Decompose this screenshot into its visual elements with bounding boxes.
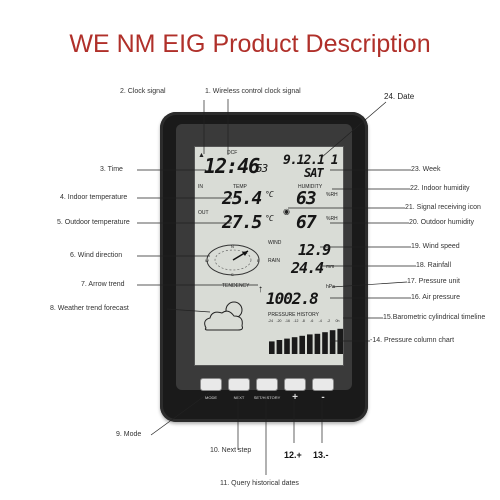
temp-label: TEMP — [233, 184, 247, 190]
outdoor-temp-display: 27.5 — [222, 212, 262, 233]
callout-weather-forecast: 8. Weather trend forecast — [50, 305, 129, 312]
callout-rainfall: 18. Rainfall — [416, 262, 452, 269]
pressure-history-bar — [307, 334, 313, 354]
page-title: WE NM EIG Product Description — [69, 30, 431, 58]
callout-plus: 12.+ — [284, 450, 302, 460]
history-tick-label: -2 — [327, 319, 331, 323]
pressure-history-bar — [291, 337, 298, 354]
mode-button-label: MODE — [205, 395, 217, 400]
pressure-history-bar — [322, 332, 328, 354]
pressure-display: 1002.8 — [266, 289, 319, 308]
callout-date: 24. Date — [384, 92, 415, 101]
callout-minus: 13.- — [313, 450, 329, 460]
outdoor-humidity-display: 67 — [296, 212, 317, 233]
plus-button-label: + — [292, 392, 298, 403]
history-tick-label: -24 — [268, 319, 274, 323]
outdoor-temp-unit: °C — [265, 214, 274, 223]
svg-text:E: E — [257, 258, 260, 263]
callout-air-pressure: 16. Air pressure — [411, 294, 461, 301]
signal-receiving-icon: ◉ — [283, 207, 290, 216]
wind-speed-display: 12.9 — [298, 241, 331, 259]
callout-pressure-unit: 17. Pressure unit — [407, 278, 460, 285]
next-button[interactable] — [228, 378, 250, 391]
pressure-history-bar — [337, 328, 343, 354]
history-tick-label: -6 — [310, 319, 314, 323]
history-tick-label: -20 — [276, 319, 282, 323]
indoor-temp-display: 25.4 — [222, 188, 262, 209]
rainfall-display: 24.4 — [291, 259, 324, 277]
wind-label: WIND — [268, 240, 282, 246]
outdoor-humidity-unit: %RH — [326, 216, 338, 222]
history-tick-label: 0h — [335, 319, 340, 323]
callout-clock-signal: 2. Clock signal — [120, 88, 166, 95]
pressure-history-bar — [299, 335, 305, 354]
tendency-label: TENDENCY — [222, 283, 250, 289]
set-history-button[interactable] — [256, 378, 278, 391]
pressure-history-bar — [276, 340, 283, 354]
callout-signal-icon: 21. Signal receiving icon — [405, 204, 481, 211]
svg-text:S: S — [231, 272, 234, 277]
wind-compass-icon: N S W E — [205, 244, 260, 277]
pressure-history-label: PRESSURE HISTORY — [268, 312, 319, 318]
pressure-history-bar — [284, 338, 290, 354]
indoor-label: IN — [198, 184, 203, 190]
callout-wind-direction: 6. Wind direction — [70, 252, 123, 259]
mode-button[interactable] — [200, 378, 222, 391]
set-history-button-label: SET/HISTORY — [253, 395, 281, 400]
seconds-display: 53 — [256, 162, 268, 175]
rain-label: RAIN — [268, 258, 280, 264]
next-button-label: NEXT — [233, 395, 245, 400]
svg-text:N: N — [231, 244, 234, 249]
history-tick-label: -4 — [318, 319, 322, 323]
callout-pressure-chart: -14. Pressure column chart — [370, 337, 455, 344]
callout-mode: 9. Mode — [116, 431, 142, 438]
weekday-display: SAT — [304, 166, 324, 180]
rainfall-unit: mm — [326, 264, 335, 270]
dcf-label: DCF — [227, 150, 238, 156]
svg-text:W: W — [205, 258, 209, 263]
callout-outdoor-temp: 5. Outdoor temperature — [57, 219, 130, 226]
pressure-column-chart — [269, 328, 343, 354]
indoor-humidity-display: 63 — [296, 188, 317, 209]
minus-button[interactable] — [312, 378, 334, 391]
callout-pressure-timeline: 15.Barometric cylindrical timeline — [383, 314, 486, 321]
time-display: 12:46 — [204, 154, 260, 178]
pressure-timeline: -24-20-16-12-8 -6 -4 -2 0h — [268, 319, 344, 325]
minus-button-label: - — [321, 392, 325, 403]
indoor-humidity-unit: %RH — [326, 192, 338, 198]
callout-time: 3. Time — [100, 166, 123, 173]
pressure-history-bar — [329, 330, 336, 354]
callout-next-step: 10. Next step — [210, 447, 252, 454]
callout-indoor-temp: 4. Indoor temperature — [60, 194, 128, 201]
history-tick-label: -8 — [301, 319, 305, 323]
callout-indoor-humidity: 22. Indoor humidity — [410, 185, 470, 192]
outdoor-label: OUT — [198, 210, 209, 216]
indoor-temp-unit: °C — [265, 190, 274, 199]
trend-arrow-icon: ↑ — [258, 284, 263, 295]
callout-outdoor-humidity: 20. Outdoor humidity — [409, 219, 474, 226]
callout-wind-speed: 19. Wind speed — [411, 243, 460, 250]
history-tick-label: -12 — [293, 319, 299, 323]
pressure-unit: hPa — [326, 284, 335, 290]
radio-tower-icon: ▲ — [198, 152, 205, 159]
weather-forecast-icon — [204, 301, 243, 331]
humidity-label: HUMIDITY — [298, 184, 323, 190]
callout-week: 23. Week — [411, 166, 441, 173]
plus-button[interactable] — [284, 378, 306, 391]
callout-query-history: 11. Query historical dates — [220, 480, 299, 487]
callout-wireless-clock: 1. Wireless control clock signal — [205, 88, 301, 95]
history-tick-label: -16 — [284, 319, 290, 323]
callout-arrow-trend: 7. Arrow trend — [81, 281, 125, 288]
pressure-history-bar — [269, 341, 275, 354]
pressure-history-bar — [314, 333, 321, 354]
